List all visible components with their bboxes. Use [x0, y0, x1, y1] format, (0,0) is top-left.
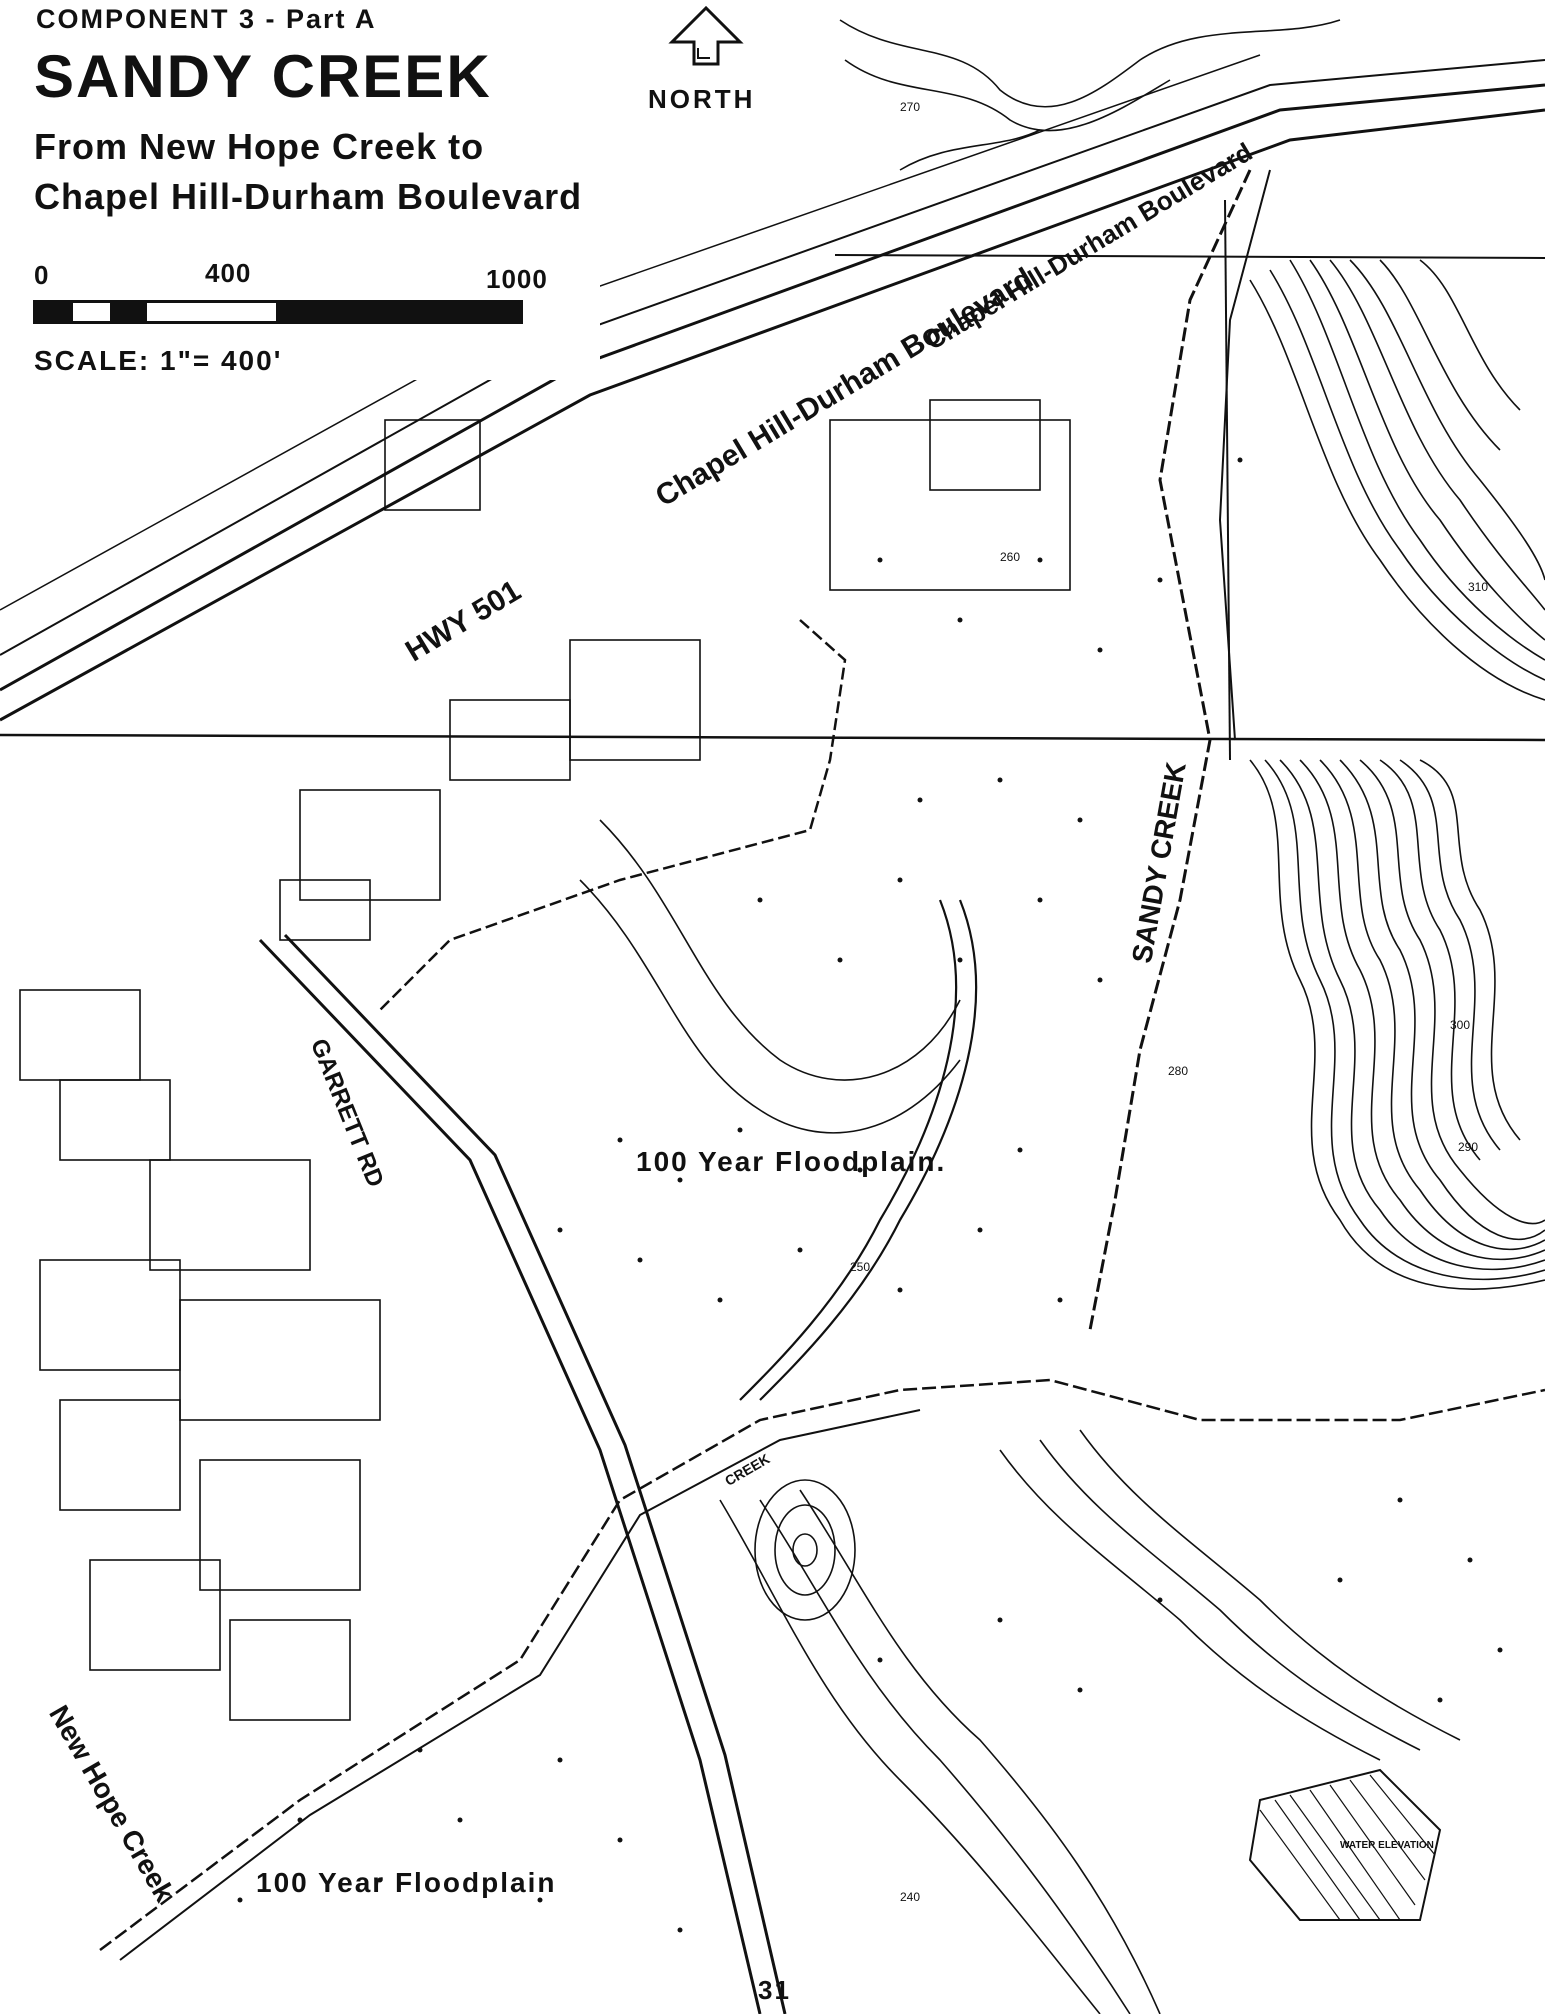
scale-tick-400: 400: [205, 258, 252, 288]
north-arrow-icon: [668, 5, 744, 66]
scale-tick-1000: 1000: [486, 264, 548, 294]
contour-label: 310: [1468, 580, 1489, 594]
contour-label: 270: [900, 100, 921, 114]
component-label: COMPONENT 3 - Part A: [36, 4, 377, 34]
water-elevation-label: WATER ELEVATION: [1340, 1840, 1434, 1851]
garrett-road: [258, 938, 762, 2014]
scale-bar: [33, 300, 523, 324]
contour-label: 240: [900, 1890, 921, 1904]
subtitle-line-1: From New Hope Creek to: [34, 126, 485, 167]
page-number: 31: [758, 1975, 791, 2005]
map-title: SANDY CREEK: [34, 43, 492, 110]
floodplain-label-bottom: 100 Year Floodplain: [256, 1867, 557, 1898]
contour-label: 250: [850, 1260, 871, 1274]
building: [19, 989, 141, 1081]
map-seam-top: [834, 254, 1545, 259]
contour-label: 260: [1000, 550, 1021, 564]
contour-label: 300: [1450, 1018, 1471, 1032]
scale-tick-0: 0: [34, 260, 50, 290]
scale-label: SCALE: 1"= 400': [34, 345, 283, 376]
sandy-creek-line: [1088, 169, 1252, 1331]
boulevard-road: [0, 108, 1545, 722]
new-hope-creek-line: [99, 1378, 1545, 1951]
map-seam-vertical: [1224, 199, 1231, 761]
floodplain-label-center: 100 Year Floodplain.: [636, 1146, 947, 1177]
north-label: NORTH: [648, 84, 756, 114]
contour-label: 290: [1458, 1140, 1479, 1154]
contour-label: 280: [1168, 1064, 1189, 1078]
subtitle-line-2: Chapel Hill-Durham Boulevard: [34, 176, 583, 217]
pond: [1248, 1768, 1442, 1921]
map-seam-horizontal: [0, 733, 1545, 742]
